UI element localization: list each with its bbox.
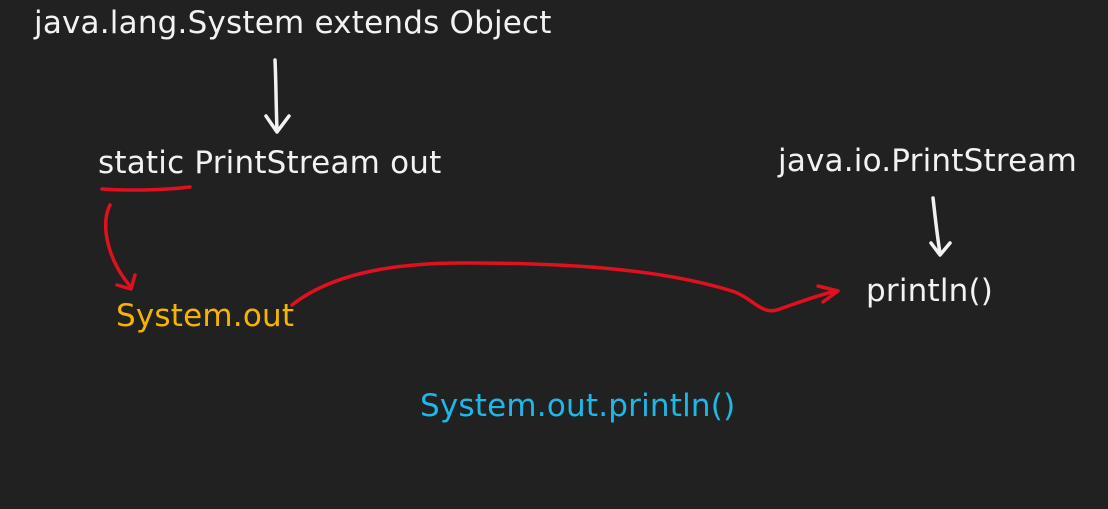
arrow-system-to-field [264, 58, 291, 134]
arrow-printstream-to-println [929, 196, 952, 257]
static-field-label: static PrintStream out [98, 145, 442, 181]
system-class-label: java.lang.System extends Object [34, 5, 552, 41]
static-underline [100, 185, 192, 192]
full-call-label: System.out.println() [420, 388, 736, 424]
printstream-class-label: java.io.PrintStream [778, 143, 1077, 179]
system-out-label: System.out [116, 298, 295, 334]
arrow-static-to-system-out [104, 203, 137, 291]
println-method-label: println() [866, 273, 994, 309]
arrow-system-out-to-println [290, 261, 840, 313]
